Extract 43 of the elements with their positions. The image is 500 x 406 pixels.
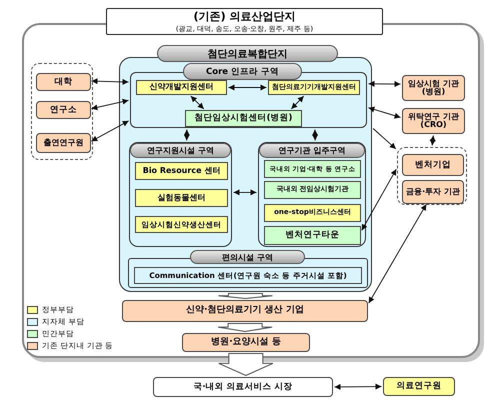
dashed-group (397, 147, 467, 205)
institution-box: 신약개발지원센터 (136, 80, 227, 95)
institution-box: Bio Resource 센터 (135, 162, 228, 180)
arrow (372, 128, 396, 150)
arrow (334, 384, 382, 390)
institution-box: 위탁연구 기관(CRO) (402, 108, 465, 134)
zone-title: 편의시설 구역 (190, 250, 305, 264)
arrow (90, 120, 130, 142)
arrow (233, 189, 257, 196)
block-arrow (218, 293, 273, 299)
institution-box: 출연연구원 (36, 133, 91, 153)
arrow (368, 204, 427, 304)
zone-title: Core 인프라 구역 (183, 63, 302, 80)
block-arrow (218, 353, 274, 376)
heading: (기존) 의료산업단지 (194, 9, 296, 24)
arrow (368, 80, 401, 88)
dashed-group (31, 63, 93, 160)
arrow (184, 129, 190, 141)
institution-box: 신약·첨단의료기기 생산 기업 (122, 300, 368, 322)
institution-box: 연구소 (36, 101, 91, 119)
institution-box: 실험동물센터 (135, 189, 228, 207)
arrow (91, 78, 129, 85)
institution-box: 대학 (36, 73, 91, 91)
arrow (290, 96, 304, 110)
institution-box: 금융·투자 기관 (402, 180, 464, 204)
arrow (312, 129, 318, 141)
block-arrow (218, 323, 273, 332)
market-box: 국·내외 의료서비스 시장 (153, 377, 333, 397)
institution-box: 벤처연구타운 (264, 226, 361, 245)
zone-title: 첨단의료복합단지 (157, 45, 338, 62)
arrow (228, 84, 267, 90)
institution-box: 의료연구원 (383, 377, 455, 396)
institution-box: 벤처기업 (402, 154, 464, 176)
institution-box: 병원·요양시설 등 (182, 333, 310, 352)
arrow (190, 96, 204, 110)
zone-title: 연구지원시설 구역 (130, 143, 231, 158)
zone-title: 연구기관 입주구역 (259, 143, 365, 158)
arrow (368, 106, 402, 119)
arrow (361, 168, 397, 231)
institution-box: 임상시험 기관(병원) (402, 75, 465, 101)
arrow (91, 98, 129, 110)
arrow (430, 135, 436, 146)
institution-box: 첨단임상시험센터(병원) (185, 110, 302, 127)
